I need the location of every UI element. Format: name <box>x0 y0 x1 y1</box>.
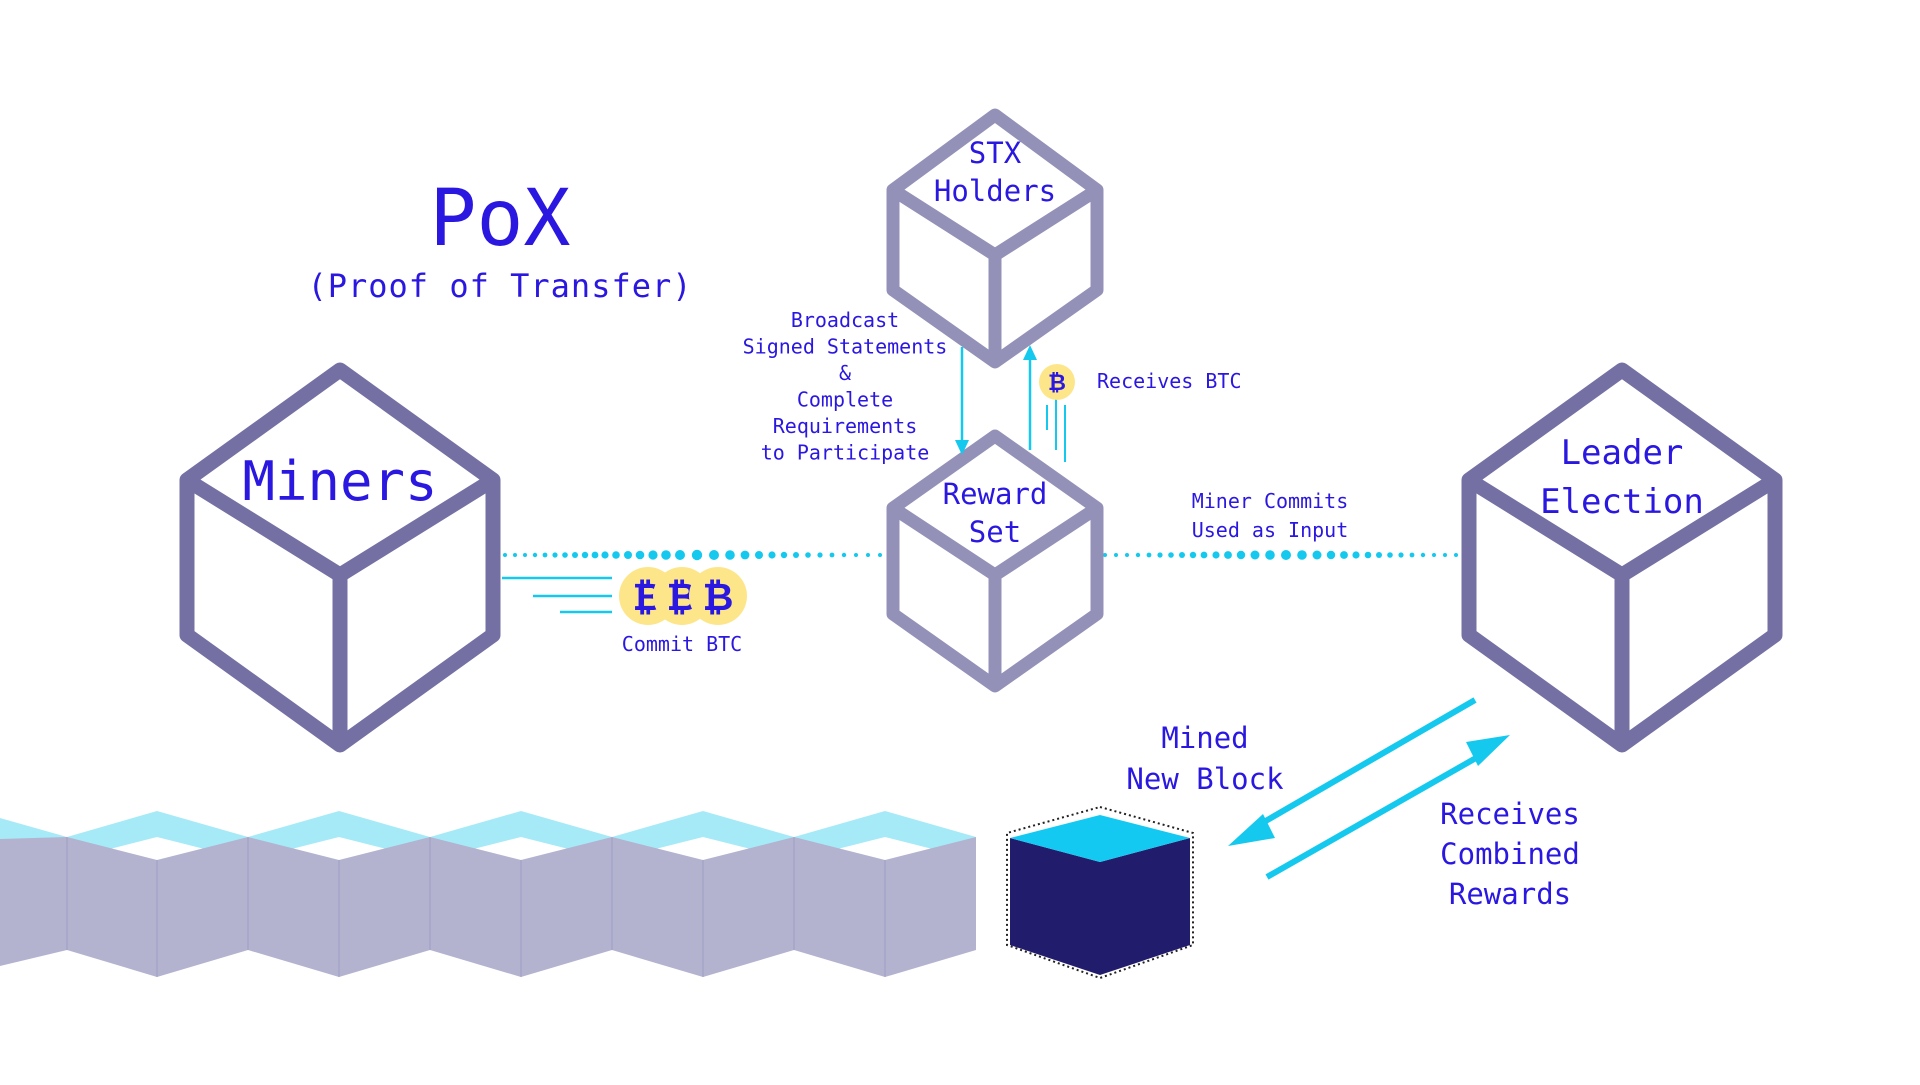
receives-btc-label: Receives BTC <box>1097 369 1242 393</box>
stx-holders-label: STX Holders <box>934 136 1056 208</box>
arrow-btc-up <box>1023 345 1066 462</box>
arrow-broadcast-down <box>955 347 969 455</box>
bitcoin-glyph: ₿ <box>1048 371 1066 396</box>
miner-commits-label-line-2: Used as Input <box>1192 518 1349 542</box>
svg-text:₿: ₿ <box>703 575 734 619</box>
commit-btc-label: Commit BTC <box>622 632 742 656</box>
reward-set-label-line-1: Reward <box>943 477 1048 511</box>
broadcast-label-line-5: Requirements <box>773 414 918 438</box>
arrow-receives-rewards <box>1265 735 1510 880</box>
broadcast-label-line-2: Signed Statements <box>743 335 948 359</box>
leader-election-label-line-1: Leader <box>1561 433 1684 473</box>
new-block-cube <box>1006 805 1194 980</box>
chain-block-edges <box>66 837 886 977</box>
miner-commits-label-line-1: Miner Commits <box>1192 489 1349 513</box>
leader-election-cube <box>1461 362 1783 753</box>
chain-side-strip <box>0 837 976 977</box>
stx-holders-label-line-1: STX <box>969 136 1022 170</box>
blockchain-strip <box>0 811 976 977</box>
new-block-left-face <box>1010 838 1100 975</box>
reward-set-cube <box>886 429 1104 693</box>
broadcast-label-line-1: Broadcast <box>791 308 899 332</box>
new-block-right-face <box>1100 838 1190 975</box>
dotted-line-miners-to-rewardset <box>503 549 882 561</box>
miners-label-line-1: Miners <box>242 450 437 513</box>
leader-election-label-line-2: Election <box>1540 482 1704 522</box>
mined-new-block-label-line-2: New Block <box>1126 762 1284 796</box>
new-block-outline <box>1006 805 1194 980</box>
commit-btc-coins: ₿ ₿ ₿ <box>619 567 747 625</box>
stx-holders-label-line-2: Holders <box>934 174 1056 208</box>
stx-holders-cube <box>886 108 1104 369</box>
mined-new-block-label-line-1: Mined <box>1161 721 1248 755</box>
receives-rewards-label-line-1: Receives <box>1440 797 1580 831</box>
miners-label: Miners <box>242 450 437 513</box>
bitcoin-coin-icon: ₿ <box>1039 364 1075 400</box>
new-block-top-face <box>1010 815 1190 862</box>
diagram-subtitle: (Proof of Transfer) <box>307 267 692 305</box>
broadcast-label-line-3: & <box>839 361 851 385</box>
commit-btc-speed-lines <box>502 576 612 614</box>
bitcoin-coin-icon: ₿ <box>689 567 747 625</box>
arrow-mined-block <box>1228 697 1477 846</box>
reward-set-label-line-2: Set <box>969 515 1021 549</box>
receives-rewards-label-line-3: Rewards <box>1449 877 1571 911</box>
dotted-line-rewardset-to-leader <box>1103 550 1458 560</box>
diagram-title: PoX <box>430 174 571 264</box>
broadcast-label-line-6: to Participate <box>761 441 930 465</box>
receives-rewards-label-line-2: Combined <box>1440 837 1580 871</box>
miners-cube <box>179 362 501 753</box>
broadcast-label-line-4: Complete <box>797 388 893 412</box>
